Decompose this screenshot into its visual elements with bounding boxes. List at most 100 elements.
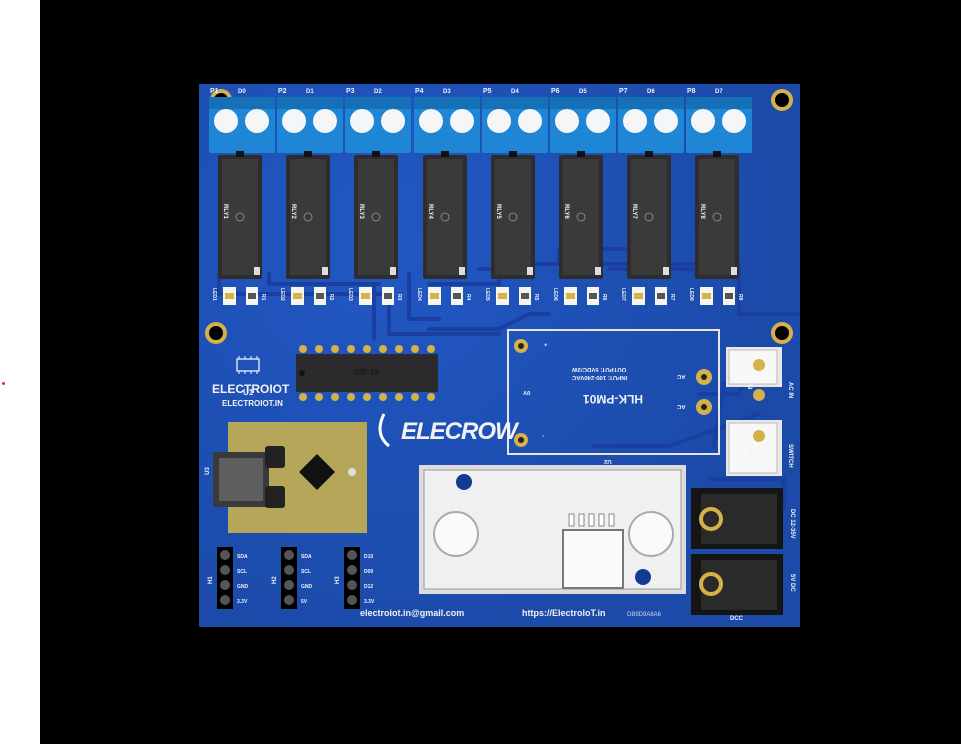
terminal-screw-3a [350,109,374,133]
terminal-block-top-8 [686,97,752,109]
header-pin-H2-1 [284,565,294,575]
u3-pad [348,468,356,476]
terminal-block-top-2 [277,97,343,109]
led-pad-2 [293,293,302,299]
ic-pin-top-3 [347,345,355,353]
dc-jack-1-face [701,494,777,544]
p10-label: SWITCH [787,444,793,468]
header-pin-H1-2 [220,580,230,590]
p10-ref: P10 [746,444,752,455]
terminal-screw-5a [487,109,511,133]
u3-connector-face [219,458,263,501]
led-label-6: LED6 [552,288,558,301]
relay-face-2 [290,159,326,275]
header-pin-H2-3 [284,595,294,605]
terminal-pin-2: D1 [306,89,314,95]
resistor-label-1: R1 [260,294,266,301]
header-pin-H3-0 [347,550,357,560]
led-pad-6 [566,293,575,299]
ic-notch [299,370,305,376]
relay-tab-4 [441,151,449,157]
ic-pin-bottom-0 [299,393,307,401]
u2-reg-pin [568,513,575,527]
ic-pin-top-4 [363,345,371,353]
header-H2 [281,547,297,609]
p9-label: AC IN [787,382,793,399]
header-pin-H3-3 [347,595,357,605]
relay-mark-1 [235,212,245,222]
mounting-hole [209,326,223,340]
marker-dot [2,382,5,385]
relay-pin-8 [731,267,737,275]
ic-pin-bottom-8 [427,393,435,401]
terminal-screw-2a [282,109,306,133]
relay-mark-5 [508,212,518,222]
header-pin-label-H1-0: SDA [237,554,248,560]
relay-pin-7 [663,267,669,275]
led-pad-5 [498,293,507,299]
copper-trace [427,312,551,331]
terminal-pin-6: D5 [579,89,587,95]
resistor-label-4: R4 [465,294,471,301]
ic-dip18 [296,354,438,392]
ic-pin-bottom-3 [347,393,355,401]
terminal-block-top-3 [345,97,411,109]
terminal-screw-4b [450,109,474,133]
brand-name: ELECTROIOT [212,382,290,396]
relay-pin-6 [595,267,601,275]
terminal-block-top-7 [618,97,684,109]
terminal-screw-2b [313,109,337,133]
led-label-8: LED8 [688,288,694,301]
terminal-ref-3: P3 [346,88,355,95]
copper-trace [407,272,441,321]
relay-tab-7 [645,151,653,157]
terminal-pin-5: D4 [511,89,519,95]
power-module-plus: + [544,343,548,349]
dc-jack-1-label: DC 12-35V [789,509,795,539]
p9-pad-1 [753,359,765,371]
ic-pin-top-8 [427,345,435,353]
u3-ref: U3 [204,467,211,475]
power-module-ac1: AC [677,373,686,379]
terminal-ref-6: P6 [551,88,560,95]
terminal-ref-1: P1 [210,88,219,95]
u2-reg-pin [598,513,605,527]
header-pin-label-H3-1: D09 [364,569,373,575]
relay-mark-2 [303,212,313,222]
u2-mount-a [456,474,472,490]
relay-face-3 [358,159,394,275]
ic-package-label: DIP-18 [354,368,379,377]
relay-label-5: RLY5 [495,204,501,219]
dc-jack-2-pad [699,572,723,596]
dc-jack-2-label: 5V DC [789,574,795,592]
terminal-screw-1b [245,109,269,133]
led-pad-1 [225,293,234,299]
terminal-screw-8a [691,109,715,133]
terminal-ref-2: P2 [278,88,287,95]
relay-mark-4 [440,212,450,222]
relay-tab-2 [304,151,312,157]
led-label-1: LED1 [211,288,217,301]
ic-pin-bottom-4 [363,393,371,401]
relay-pin-2 [322,267,328,275]
elecrow-logo-text: ELECROW [401,418,518,445]
led-pad-4 [430,293,439,299]
copper-trace [267,272,376,341]
header-pin-label-H3-3: 3.3V [364,599,375,605]
ic-pin-top-6 [395,345,403,353]
p9-pad-2 [753,389,765,401]
relay-tab-5 [509,151,517,157]
header-pin-label-H2-2: GND [301,584,313,590]
led-pad-7 [634,293,643,299]
led-pad-8 [702,293,711,299]
relay-pin-4 [459,267,465,275]
relay-face-5 [495,159,531,275]
resistor-body-5 [521,293,529,299]
power-module-outline [507,329,720,455]
power-module-ref: HLK-PM01 [583,392,644,406]
ic-pin-top-2 [331,345,339,353]
relay-label-3: RLY3 [358,204,364,219]
terminal-screw-8b [722,109,746,133]
p10-connector-face [728,422,778,474]
